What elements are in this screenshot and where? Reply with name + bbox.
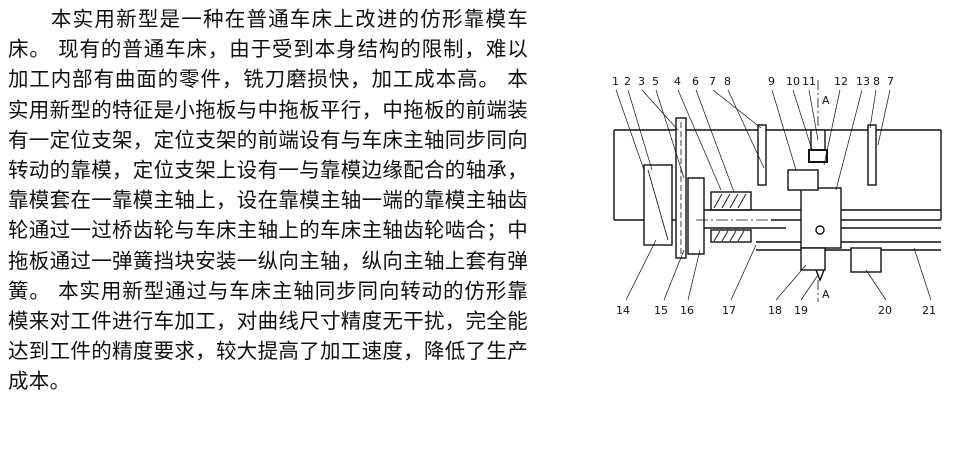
top-label-group: 1 2 3 5 4 6 7 8 9 10 11 12 13 8 7 A	[612, 75, 894, 107]
part-label: 17	[722, 304, 736, 317]
bottom-leaders	[625, 239, 932, 301]
abstract-text: 本实用新型是一种在普通车床上改进的仿形靠模车床。 现有的普通车床，由于受到本身结…	[8, 7, 528, 394]
part-label: 2	[624, 75, 631, 88]
part-label: 13	[856, 75, 870, 88]
part-label: 21	[922, 304, 936, 317]
tool-tip	[815, 269, 825, 282]
part-label: 8	[873, 75, 880, 88]
central-housing	[800, 187, 842, 249]
part-label: 3	[638, 75, 645, 88]
part-label: 20	[878, 304, 892, 317]
section-label-top: A	[822, 94, 830, 107]
workpiece-hatch	[647, 169, 669, 241]
gear-block-lower-hatch	[713, 230, 745, 242]
part-label: 18	[768, 304, 782, 317]
abstract-paragraph: 本实用新型是一种在普通车床上改进的仿形靠模车床。 现有的普通车床，由于受到本身结…	[8, 4, 528, 397]
upper-carriage	[787, 169, 819, 191]
part-label: 9	[768, 75, 775, 88]
part-label: 11	[802, 75, 816, 88]
lower-carriage	[850, 247, 882, 273]
right-post-right	[867, 124, 877, 186]
part-label: 19	[794, 304, 808, 317]
part-label: 4	[674, 75, 681, 88]
part-label: 16	[680, 304, 694, 317]
gear-block-upper	[710, 191, 752, 211]
drawing-svg: 1 2 3 5 4 6 7 8 9 10 11 12 13 8 7 A 14 1…	[612, 75, 942, 317]
bearing-circle	[815, 225, 825, 235]
spring-stop-block	[800, 247, 826, 271]
bottom-label-group: 14 15 16 17 18 19 A 20 21	[616, 288, 936, 317]
section-label-bottom: A	[822, 288, 830, 301]
part-label: 15	[654, 304, 668, 317]
part-label: 5	[652, 75, 659, 88]
gear-block-upper-hatch	[713, 193, 747, 209]
patent-drawing: 1 2 3 5 4 6 7 8 9 10 11 12 13 8 7 A 14 1…	[596, 70, 956, 320]
gear-block-lower	[710, 229, 752, 243]
template-disk	[687, 177, 705, 255]
part-label: 1	[612, 75, 619, 88]
tool-holder	[808, 149, 828, 163]
longitudinal-spindle	[756, 241, 941, 251]
right-post-left	[757, 124, 767, 186]
top-leaders	[615, 89, 891, 193]
part-label: 6	[692, 75, 699, 88]
part-label: 10	[786, 75, 800, 88]
part-label: 7	[887, 75, 894, 88]
abstract-section: 本实用新型是一种在普通车床上改进的仿形靠模车床。 现有的普通车床，由于受到本身结…	[8, 4, 528, 397]
part-label: 8	[724, 75, 731, 88]
frame-outline	[613, 129, 942, 221]
part-label: 7	[709, 75, 716, 88]
part-label: 12	[834, 75, 848, 88]
part-label: 14	[616, 304, 630, 317]
